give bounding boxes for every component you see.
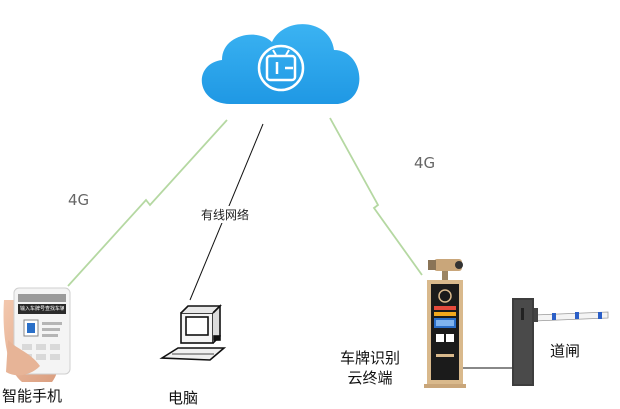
wireless-link-right [329, 117, 423, 276]
wireless-link-right-label: 4G [414, 154, 436, 172]
phone-screen-banner: 输入车牌号查找车辆位置 [20, 306, 64, 312]
cloud-platform-icon [201, 24, 360, 104]
wired-link-label: 有线网络 [199, 206, 252, 223]
smartphone-label: 智能手机 [2, 387, 63, 405]
smartphone-icon [3, 287, 71, 382]
computer-label: 电脑 [168, 389, 199, 407]
barrier-gate-label: 道闸 [550, 342, 581, 360]
barrier-gate-icon [512, 298, 609, 386]
terminal-label-line1: 车牌识别 [340, 349, 401, 367]
computer-icon [159, 304, 227, 361]
terminal-label-line2: 云终端 [347, 369, 393, 387]
plate-recognition-terminal-label: 车牌识别 云终端 [340, 348, 400, 388]
wireless-link-left-label: 4G [68, 191, 90, 209]
plate-recognition-terminal-icon [424, 259, 466, 388]
wireless-link-left [67, 119, 228, 287]
